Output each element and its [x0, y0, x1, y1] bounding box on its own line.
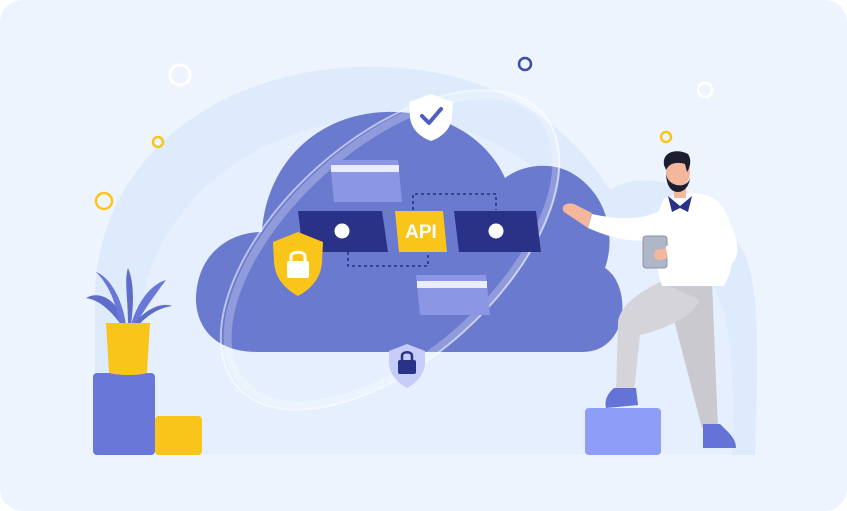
decor-circle-navy	[517, 56, 533, 72]
plant-block-blue	[93, 373, 155, 455]
orbit-ring-1	[219, 89, 561, 411]
man-hand-tablet	[653, 248, 668, 260]
decor-circle-yellow-2	[94, 191, 114, 211]
shield-lock-icon	[273, 232, 323, 296]
man-block	[585, 408, 661, 455]
light-card-bottom-stripe	[417, 281, 487, 288]
dashed-connector-right	[412, 193, 497, 210]
api-badge: API	[395, 211, 447, 252]
navy-card-right-dot	[488, 223, 504, 239]
light-card-top-stripe	[331, 165, 399, 172]
man-arm-extended	[588, 206, 676, 241]
man-shoe-back	[703, 424, 736, 448]
man-shoe-front	[605, 388, 638, 408]
man-beard	[666, 172, 690, 192]
lock-icon	[389, 344, 425, 388]
dashed-connector-left	[347, 240, 429, 267]
man-hand	[562, 203, 592, 228]
man-leg-front	[616, 282, 700, 392]
man-arm-holding	[664, 208, 738, 265]
shield-check-icon	[409, 94, 453, 141]
orbit-ring-2	[223, 91, 561, 409]
decor-circle-white-1	[168, 63, 192, 87]
decor-circle-white-2	[696, 81, 714, 99]
man-hair	[663, 151, 691, 172]
man-collar	[668, 196, 692, 212]
man-head	[666, 157, 690, 187]
plant-block-yellow	[155, 416, 202, 455]
decor-circle-yellow-3	[659, 130, 673, 144]
decor-circle-yellow-1	[151, 135, 165, 149]
api-label: API	[405, 222, 437, 243]
plant-icon	[86, 268, 172, 375]
navy-card-left-dot	[334, 223, 350, 239]
man-figure	[562, 151, 738, 448]
